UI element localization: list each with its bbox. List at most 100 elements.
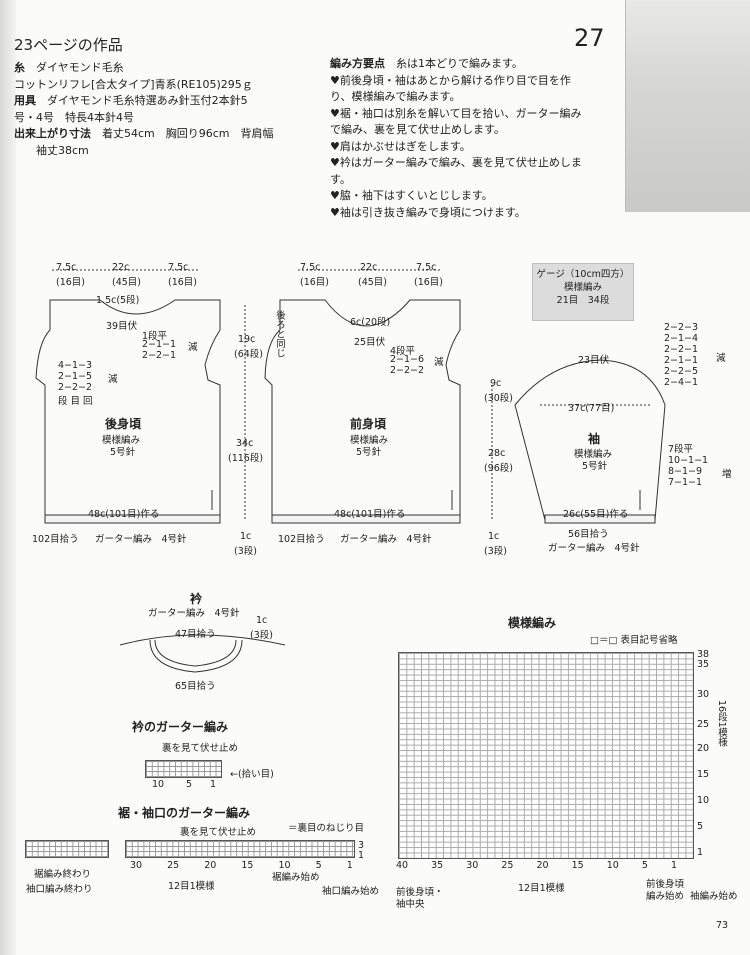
material-line: コットンリフレ[合太タイプ]青系(RE105)295ｇ — [14, 77, 274, 94]
hem-strip-right — [125, 840, 355, 858]
cg-n1: 1 — [210, 779, 217, 790]
point-line: ♥衿はガーター編みで編み、裏を見て伏せ止めしま — [330, 156, 582, 169]
row-num: 10 — [697, 795, 710, 806]
front-shoulder-r: 7.5c — [416, 262, 437, 273]
point-line: で編み、裏を見て伏せ止めします。 — [330, 123, 505, 136]
num-label: 40 — [396, 860, 409, 871]
num-label: 10 — [278, 860, 291, 871]
num-label: 1 — [346, 860, 353, 871]
dim-c2: (3段) — [234, 546, 257, 557]
back-shoulder-l: 7.5c — [56, 262, 77, 273]
row-num: 38 — [697, 649, 710, 660]
page-title: 23ページの作品 — [14, 36, 123, 54]
cg-n10: 10 — [152, 779, 165, 790]
dim-d: 9c — [490, 378, 502, 389]
num-label: 20 — [204, 860, 217, 871]
dim-a2: (64段) — [234, 349, 264, 360]
material-value: 袖丈38cm — [14, 143, 89, 157]
back-neck-w: 22c — [112, 262, 130, 273]
material-line: 袖丈38cm — [14, 143, 274, 160]
list-item: 2−2−3 — [664, 322, 699, 333]
back-dec: 減 — [188, 342, 198, 353]
dim-f: 1c — [488, 531, 500, 542]
point-line: ♥脇・袖下はすくいとじします。 — [330, 189, 493, 202]
point-line: り、模様編みで編みます。 — [330, 90, 461, 103]
list-item: 7段平 — [668, 444, 694, 455]
back-neck-st: (45目) — [112, 277, 142, 288]
material-line: 糸 ダイヤモンド毛糸 — [14, 60, 274, 77]
sleeve-top: 23目伏 — [578, 355, 610, 366]
num-label: 5 — [641, 860, 648, 871]
front-sh-r-st: (16目) — [414, 277, 444, 288]
page-gutter — [0, 0, 16, 955]
chart-rep-h: 12目1模様 — [518, 883, 565, 894]
hem-end2: 袖口編み終わり — [26, 884, 93, 895]
front-dec: 減 — [434, 357, 444, 368]
dim-c: 1c — [240, 531, 252, 542]
front-neck-dec2: 2−2−2 — [390, 365, 425, 376]
row-num: 15 — [697, 769, 710, 780]
hem-garter-title: 裾・袖口のガーター編み — [118, 806, 251, 820]
back-needle: 5号針 — [110, 447, 136, 458]
num-label: 25 — [501, 860, 514, 871]
list-item: 2−2−5 — [664, 366, 699, 377]
sleeve-pat: 模様編み — [574, 449, 613, 460]
front-bottom: 48c(101目)作る — [334, 509, 406, 520]
front-neck: 6c(20段) — [350, 317, 391, 328]
front-garter: ガーター編み 4号針 — [340, 534, 432, 545]
back-outline — [35, 299, 221, 521]
num-label: 30 — [466, 860, 479, 871]
row-num: 30 — [697, 689, 710, 700]
hem-start1: 裾編み始め — [272, 872, 320, 883]
back-arm1: 2−1−5 — [58, 371, 93, 382]
front-pick: 102目拾う — [278, 534, 325, 545]
front-same: 後ろと同じ — [274, 310, 285, 358]
sleeve-outline — [514, 359, 666, 521]
material-value: コットンリフレ[合太タイプ]青系(RE105)295ｇ — [14, 77, 253, 91]
sleeve-needle: 5号針 — [582, 461, 608, 472]
back-pick: 102目拾う — [32, 534, 79, 545]
collar-garter-pick: ←(拾い目) — [230, 769, 274, 780]
front-pat: 模様編み — [350, 435, 389, 446]
hem-rep: 12目1模様 — [168, 881, 215, 892]
model-photo — [625, 0, 750, 212]
material-line: 号・4号 特長4本針4号 — [14, 110, 274, 127]
back-pat: 模様編み — [102, 435, 141, 446]
hem-garter-legend: ＝裏目のねじり目 — [288, 823, 365, 834]
back-bottom: 48c(101目)作る — [88, 509, 160, 520]
row-num: 5 — [697, 821, 704, 832]
points-lead: 糸は1本どりで編みます。 — [385, 57, 523, 70]
point-line: ♥前後身頃・袖はあとから解ける作り目で目を作 — [330, 73, 571, 87]
knitting-points: 編み方要点 糸は1本どりで編みます。 ♥前後身頃・袖はあとから解ける作り目で目を… — [330, 56, 582, 221]
back-garter: ガーター編み 4号針 — [95, 534, 187, 545]
sleeve-inc-l: 増 — [722, 469, 732, 480]
dim-e: 28c — [488, 448, 506, 459]
num-label: 10 — [606, 860, 619, 871]
sleeve-pick: 56目拾う — [568, 529, 609, 540]
back-sh-r-st: (16目) — [168, 277, 198, 288]
dim-e2: (96段) — [484, 463, 514, 474]
list-item: 7−1−1 — [668, 477, 703, 488]
back-shoulder-r: 7.5c — [168, 262, 189, 273]
front-needle: 5号針 — [356, 447, 382, 458]
back-hem — [44, 514, 221, 524]
collar-title: 衿 — [190, 592, 203, 606]
pattern-chart-grid — [398, 652, 694, 859]
material-value: ダイヤモンド毛糸特選あみ針玉付2本針5 — [36, 94, 248, 107]
gauge-l2: 模様編み — [563, 282, 602, 293]
sleeve-bottom: 26c(55目)作る — [563, 509, 629, 520]
collar-inner2 — [154, 639, 237, 667]
front-neck-dec1: 2−1−6 — [390, 354, 425, 365]
sleeve-garter: ガーター編み 4号針 — [548, 543, 640, 554]
collar-garter: ガーター編み 4号針 — [148, 608, 240, 619]
row-num: 35 — [697, 659, 710, 670]
sleeve-hem — [544, 514, 656, 524]
back-arm3: 段 目 回 — [58, 396, 93, 407]
collar-pick1: 47目拾う — [175, 629, 216, 640]
chart-center2: 袖中央 — [396, 899, 425, 910]
gauge-l3: 21目 34段 — [556, 295, 610, 306]
material-value: ダイヤモンド毛糸 — [25, 61, 124, 74]
point-line: ♥袖は引き抜き編みで身頃につけます。 — [330, 205, 526, 219]
